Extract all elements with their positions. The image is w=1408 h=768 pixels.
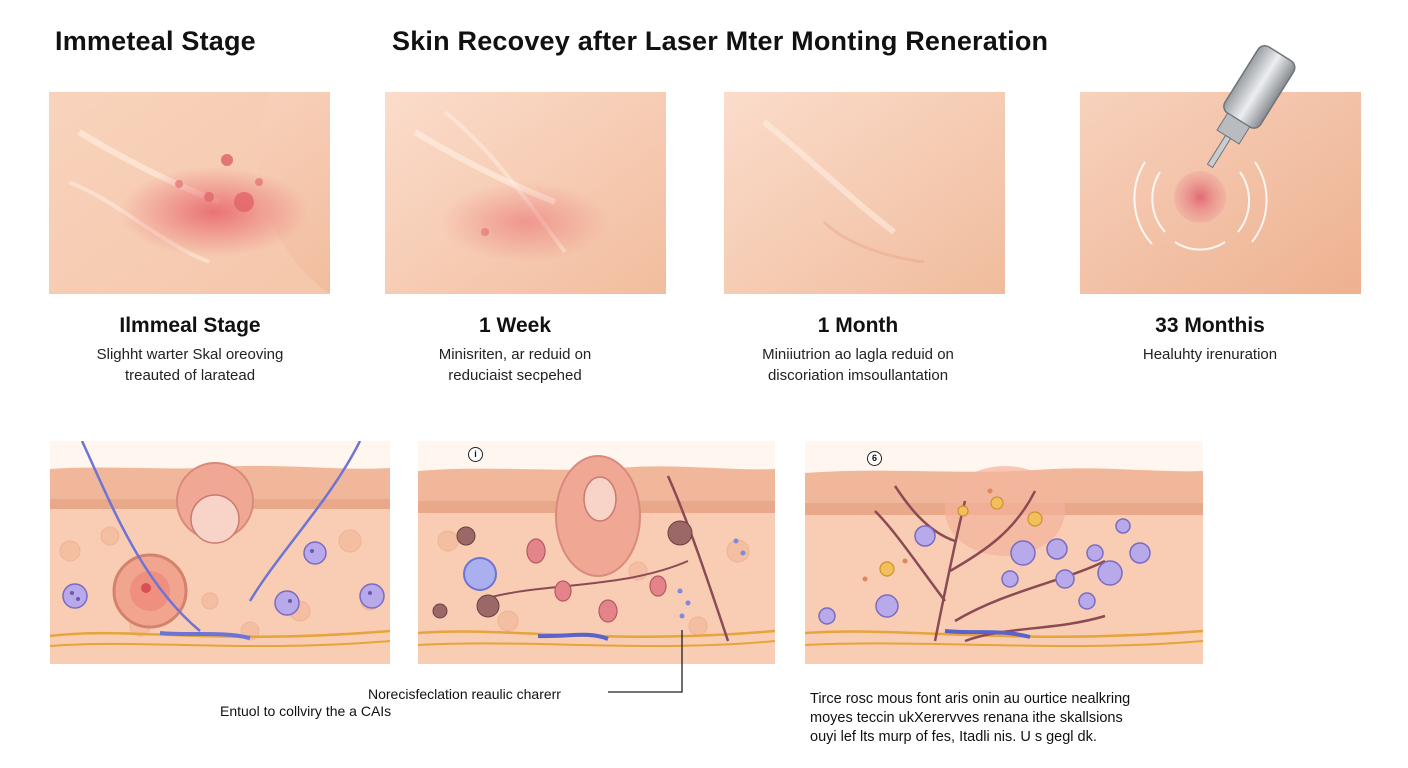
skin-cross-section-3: 6 [805,441,1203,664]
callout-leader-line [608,630,683,693]
skin-photo-1-week [385,92,666,294]
stage-title: Ilmmeal Stage [119,314,261,337]
page-title: Skin Recovey after Laser Mter Monting Re… [392,26,1049,56]
stage-description-line: Miniiutrion ao lagla reduid on [762,346,954,363]
right-note-line: moyes teccin ukXerervves renana ithe ska… [810,710,1123,726]
step-marker: i [468,447,483,462]
stage-title: 33 Monthis [1155,314,1265,337]
skin-cross-section-1 [50,441,390,664]
skin-photo-1-month [724,92,1005,294]
callout-label: Norecisfeclation reaulic charerr [368,686,561,702]
stage-title: 1 Week [479,314,551,337]
step-marker: 6 [867,451,882,466]
skin-photo-immediate [49,92,330,294]
stage-description-line: reduciaist secpehed [448,367,582,384]
right-note: Tirce rosc mous font aris onin au ourtic… [810,690,1190,747]
right-note-line: ouyi lef lts murp of fes, Itadli nis. U … [810,729,1097,745]
laser-device-icon [1206,45,1296,169]
stage-caption-1-week: 1 Week Minisriten, ar reduid on reduciai… [365,314,665,386]
stage-caption-3-months: 33 Monthis Healuhty irenuration [1060,314,1360,365]
stage-caption-1-month: 1 Month Miniiutrion ao lagla reduid on d… [708,314,1008,386]
stage-description-line: Healuhty irenuration [1142,346,1278,363]
stage-caption-immediate: Ilmmeal Stage Slighht warter Skal oreovi… [40,314,340,386]
stage-title: 1 Month [817,314,899,337]
right-note-line: Tirce rosc mous font aris onin au ourtic… [810,691,1131,707]
stage-description-line: discoriation imsoullantation [767,367,949,384]
stage-description-line: treauted of laratead [124,367,256,384]
section-title-left: Immeteal Stage [55,26,256,56]
skin-cross-section-2: i [418,441,775,664]
stage-description-line: Slighht warter Skal oreoving [96,346,284,363]
stage-description-line: Minisriten, ar reduid on [438,346,592,363]
left-note: Entuol to collviry the a CAIs [220,703,392,719]
